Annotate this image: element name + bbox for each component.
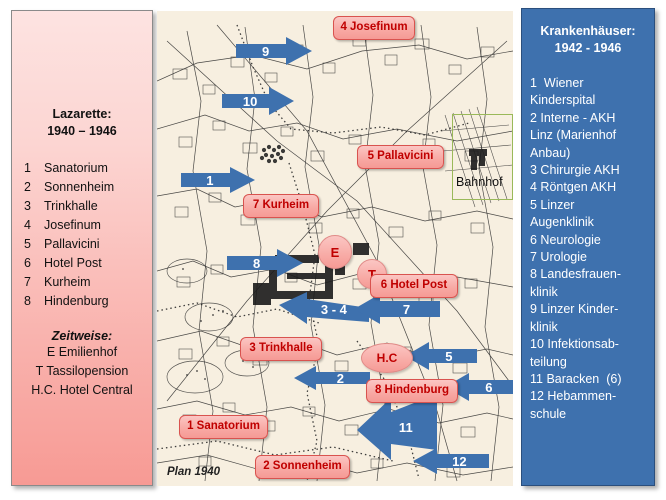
map-label-sonnenheim[interactable]: 2 Sonnenheim bbox=[255, 455, 350, 479]
bahnhof-label: Bahnhof bbox=[456, 175, 503, 189]
item-number: 6 bbox=[24, 256, 31, 270]
zeitweise-item: H.C. Hotel Central bbox=[31, 383, 133, 397]
lazarette-legend-panel: Lazarette: 1940 – 1946 1 Sanatorium 2 So… bbox=[11, 10, 153, 486]
label-text: 1 Sanatorium bbox=[187, 420, 260, 433]
marker-label: E bbox=[330, 244, 340, 260]
item-number: 4 bbox=[24, 218, 31, 232]
krankenhaeuser-legend-panel: Krankenhäuser: 1942 - 1946 1 Wiener Kind… bbox=[521, 8, 655, 486]
list-item: 12 Hebammen- schule bbox=[530, 389, 617, 421]
map-label-hindenburg[interactable]: 8 Hindenburg bbox=[366, 379, 458, 403]
label-text: 3 Trinkhalle bbox=[249, 342, 313, 355]
item-number: 2 bbox=[24, 180, 31, 194]
lazarette-list: 1 Sanatorium 2 Sonnenheim 3 Trinkhalle 4… bbox=[12, 159, 152, 311]
list-item: 7 Urologie bbox=[530, 250, 587, 265]
item-number: 5 bbox=[24, 237, 31, 251]
list-item: 6 Hotel Post bbox=[24, 254, 152, 273]
item-label: Trinkhalle bbox=[44, 199, 98, 213]
item-number: 3 bbox=[24, 199, 31, 213]
map-arrow-5[interactable]: 5 bbox=[405, 342, 477, 370]
list-item: 1 Sanatorium bbox=[24, 159, 152, 178]
map-arrow-8[interactable]: 8 bbox=[227, 249, 303, 277]
marker-label: H.C bbox=[376, 351, 398, 365]
map-marker-hotel-central[interactable]: H.C bbox=[361, 343, 413, 373]
list-item: 5 Linzer Augenklinik bbox=[530, 197, 594, 230]
item-label: Hotel Post bbox=[44, 256, 102, 270]
map-label-sanatorium[interactable]: 1 Sanatorium bbox=[179, 415, 268, 439]
lazarette-title-line1: Lazarette: bbox=[52, 107, 112, 121]
list-item: 4 Röntgen AKH bbox=[530, 180, 617, 195]
label-text: 7 Kurheim bbox=[252, 199, 310, 212]
item-number: 7 bbox=[24, 275, 31, 289]
krankenhaeuser-title-line2: 1942 - 1946 bbox=[554, 41, 622, 55]
list-item: 9 Linzer Kinder- klinik bbox=[530, 302, 619, 334]
item-label: Hindenburg bbox=[44, 294, 109, 308]
krankenhaeuser-title-line1: Krankenhäuser: bbox=[540, 24, 636, 38]
station-area-outline bbox=[452, 114, 513, 200]
label-text: 4 Josefinum bbox=[340, 21, 408, 34]
plan-caption: Plan 1940 bbox=[167, 466, 221, 478]
item-label: Sanatorium bbox=[44, 161, 108, 175]
list-item: 5 Pallavicini bbox=[24, 235, 152, 254]
lazarette-title-line2: 1940 – 1946 bbox=[47, 124, 117, 138]
map-arrow-12[interactable]: 12 bbox=[413, 448, 489, 474]
item-label: Sonnenheim bbox=[44, 180, 115, 194]
krankenhaeuser-list: 1 Wiener Kinderspital 2 Interne - AKH Li… bbox=[528, 75, 648, 423]
item-number: 8 bbox=[24, 294, 31, 308]
item-label: Kurheim bbox=[44, 275, 91, 289]
map-marker-emilienhof[interactable]: E bbox=[318, 235, 352, 269]
item-label: Pallavicini bbox=[44, 237, 100, 251]
map-arrow-9[interactable]: 9 bbox=[236, 37, 312, 65]
zeitweise-item: E Emilienhof bbox=[46, 345, 118, 359]
map-arrow-7[interactable]: 7 bbox=[354, 294, 440, 324]
map-label-pallavicini[interactable]: 5 Pallavicini bbox=[357, 145, 444, 169]
list-item: 8 Landesfrauen- klinik bbox=[530, 267, 622, 299]
zeitweise-item: T Tassilopension bbox=[35, 364, 129, 378]
map-label-hotel-post[interactable]: 6 Hotel Post bbox=[370, 274, 458, 298]
label-text: 8 Hindenburg bbox=[374, 384, 450, 397]
list-item: 11 Baracken (6) bbox=[530, 371, 622, 386]
item-number: 1 bbox=[24, 161, 31, 175]
map-arrow-2[interactable]: 2 bbox=[294, 366, 370, 390]
map-arrow-1[interactable]: 1 bbox=[181, 167, 255, 193]
item-label: Josefinum bbox=[44, 218, 101, 232]
list-item: 3 Chirurgie AKH bbox=[530, 163, 620, 178]
list-item: 10 Infektionsab- teilung bbox=[530, 337, 619, 369]
list-item: 3 Trinkhalle bbox=[24, 197, 152, 216]
list-item: 2 Interne - AKH Linz (Marienhof Anbau) bbox=[530, 110, 617, 160]
label-text: 2 Sonnenheim bbox=[263, 460, 342, 473]
zeitweise-subtitle: Zeitweise: bbox=[51, 329, 113, 343]
map-label-josefinum[interactable]: 4 Josefinum bbox=[333, 16, 415, 40]
map-label-trinkhalle[interactable]: 3 Trinkhalle bbox=[240, 337, 322, 361]
list-item: 4 Josefinum bbox=[24, 216, 152, 235]
list-item: 7 Kurheim bbox=[24, 273, 152, 292]
label-text: 5 Pallavicini bbox=[367, 150, 434, 163]
label-text: 6 Hotel Post bbox=[380, 279, 448, 292]
list-item: 2 Sonnenheim bbox=[24, 178, 152, 197]
map-label-kurheim[interactable]: 7 Kurheim bbox=[243, 194, 319, 218]
map-arrow-10[interactable]: 10 bbox=[222, 87, 294, 115]
list-item: 6 Neurologie bbox=[530, 232, 601, 247]
list-item: 1 Wiener Kinderspital bbox=[530, 76, 596, 108]
historic-map-image: Bahnhof Plan 1940 9 10 1 8 3 - 4 bbox=[157, 11, 513, 486]
list-item: 8 Hindenburg bbox=[24, 292, 152, 311]
